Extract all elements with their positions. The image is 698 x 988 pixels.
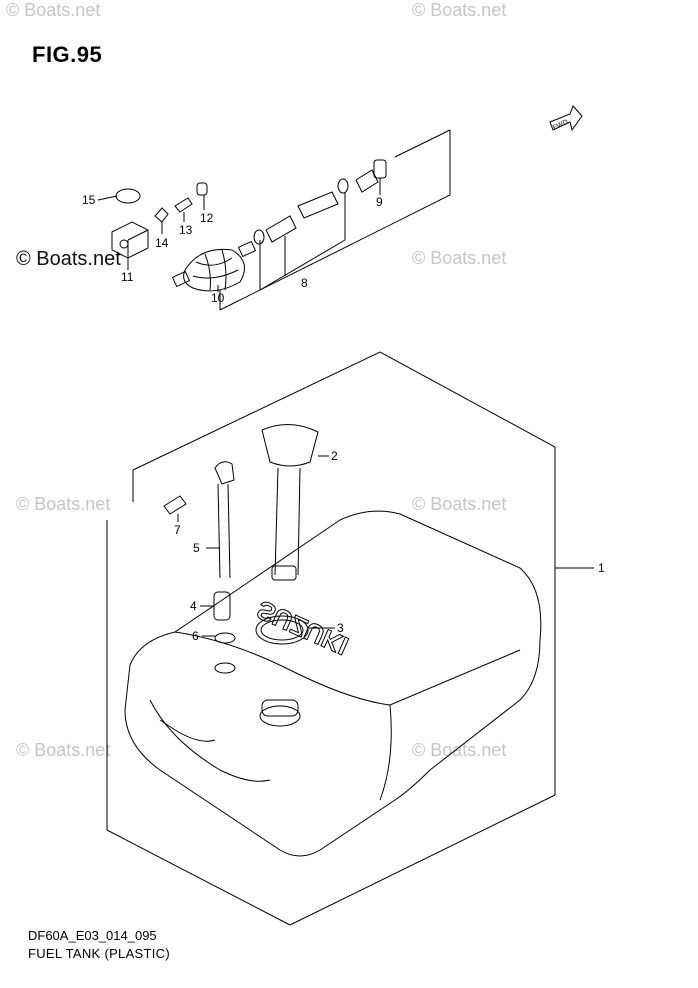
watermark: © Boats.net <box>16 494 111 514</box>
pickup-pipe-icon <box>214 461 235 579</box>
hose-icon <box>253 178 349 245</box>
callout-4: 4 <box>190 599 197 613</box>
gasket-icon <box>255 615 309 645</box>
callout-14: 14 <box>155 236 169 250</box>
diagram-code: DF60A_E03_014_095 <box>28 928 157 943</box>
fitting-icon <box>174 197 193 213</box>
figure-title: FIG.95 <box>32 42 103 67</box>
diagram-caption: FUEL TANK (PLASTIC) <box>28 946 170 961</box>
watermark: © Boats.net <box>6 0 101 20</box>
bracket-icon <box>111 221 149 259</box>
leader-frame <box>219 130 451 311</box>
primer-bulb-icon <box>171 240 257 292</box>
connector-icon <box>355 159 387 193</box>
callout-6: 6 <box>192 629 199 643</box>
fuel-gauge-icon <box>261 424 319 581</box>
callout-15: 15 <box>82 193 96 207</box>
callout-9: 9 <box>376 195 383 209</box>
fuel-tank-icon <box>124 510 542 857</box>
watermark: © Boats.net <box>412 248 507 268</box>
plug-icon <box>196 182 208 196</box>
callout-12: 12 <box>200 211 214 225</box>
callout-8: 8 <box>301 276 308 290</box>
callout-1: 1 <box>598 561 605 575</box>
callout-13: 13 <box>179 223 193 237</box>
watermark: © Boats.net <box>16 740 111 760</box>
watermark-dark: © Boats.net <box>16 248 121 270</box>
callout-3: 3 <box>337 621 344 635</box>
cap-icon <box>115 188 141 204</box>
watermark: © Boats.net <box>412 494 507 514</box>
watermark: © Boats.net <box>412 740 507 760</box>
leader-frame <box>132 351 556 700</box>
clip-icon <box>154 207 169 223</box>
callout-2: 2 <box>331 449 338 463</box>
callout-5: 5 <box>193 541 200 555</box>
callout-7: 7 <box>174 523 181 537</box>
watermark: © Boats.net <box>412 0 507 20</box>
callout-10: 10 <box>211 291 225 305</box>
fitting-icon <box>163 495 187 515</box>
callout-11: 11 <box>121 270 134 284</box>
fwd-arrow-icon <box>549 105 583 132</box>
